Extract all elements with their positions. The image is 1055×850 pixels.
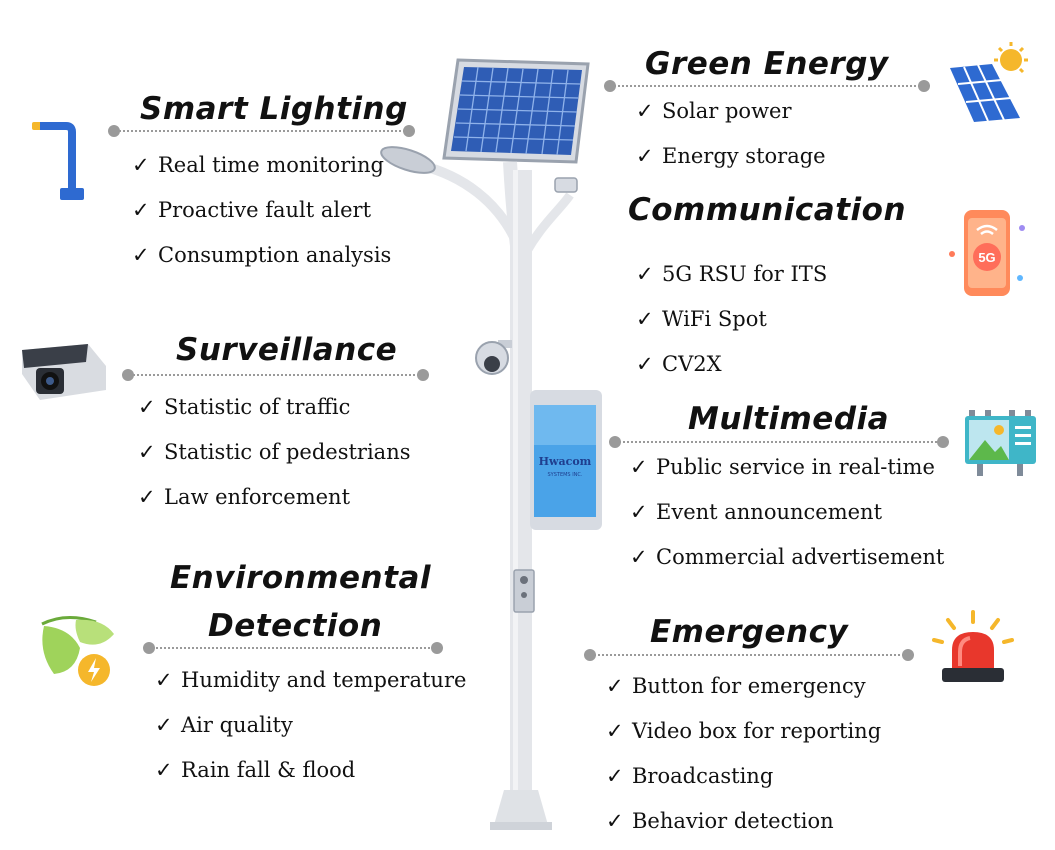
surveillance-divider — [128, 374, 423, 376]
list-item: ✓Commercial advertisement — [630, 545, 945, 569]
list-item: ✓Energy storage — [636, 144, 826, 168]
display-screen: Hwacom SYSTEMS INC. — [530, 390, 602, 530]
smart-lighting-title: Smart Lighting — [140, 91, 408, 127]
5g-badge: 5G — [978, 250, 995, 265]
list-item: ✓Humidity and temperature — [155, 668, 467, 692]
screen-logo: Hwacom — [539, 455, 592, 468]
list-item: ✓Rain fall & flood — [155, 758, 356, 782]
list-item: ✓5G RSU for ITS — [636, 262, 828, 286]
list-item: ✓Behavior detection — [606, 809, 834, 833]
divider-dot — [902, 649, 914, 661]
environmental-divider — [149, 647, 437, 649]
list-item: ✓CV2X — [636, 352, 722, 376]
5g-phone-icon: 5G — [949, 210, 1025, 296]
list-item: ✓Real time monitoring — [132, 153, 384, 177]
billboard-icon — [965, 410, 1036, 476]
leaf-energy-icon — [41, 616, 114, 686]
street-lamp-icon — [32, 122, 84, 200]
cctv-camera-icon — [22, 344, 106, 400]
list-item: ✓Broadcasting — [606, 764, 774, 788]
communication-title: Communication — [628, 192, 907, 228]
smart-lighting-divider — [114, 130, 409, 132]
green-energy-title: Green Energy — [645, 46, 889, 82]
list-item: ✓Event announcement — [630, 500, 883, 524]
surveillance-title: Surveillance — [176, 332, 398, 368]
emergency-divider — [590, 654, 908, 656]
divider-dot — [918, 80, 930, 92]
solar-sun-icon — [950, 42, 1028, 122]
multimedia-title: Multimedia — [688, 401, 890, 437]
green-energy-divider — [610, 85, 920, 87]
divider-dot — [403, 125, 415, 137]
list-item: ✓Law enforcement — [138, 485, 351, 509]
emergency-title: Emergency — [650, 614, 849, 650]
emergency-box — [513, 569, 535, 613]
environmental-title-line2: Detection — [208, 608, 383, 644]
list-item: ✓Statistic of pedestrians — [138, 440, 411, 464]
siren-icon — [932, 610, 1014, 682]
list-item: ✓Statistic of traffic — [138, 395, 351, 419]
list-item: ✓Public service in real-time — [630, 455, 935, 479]
smart-pole-illustration: Hwacom SYSTEMS INC. — [380, 58, 602, 830]
list-item: ✓WiFi Spot — [636, 307, 767, 331]
divider-dot — [937, 436, 949, 448]
list-item: ✓Button for emergency — [606, 674, 866, 698]
multimedia-divider — [615, 441, 945, 443]
divider-dot — [431, 642, 443, 654]
list-item: ✓Air quality — [155, 713, 293, 737]
divider-dot — [417, 369, 429, 381]
screen-logo-sub: SYSTEMS INC. — [548, 472, 583, 478]
solar-panel — [442, 58, 590, 164]
list-item: ✓Video box for reporting — [606, 719, 882, 743]
list-item: ✓Proactive fault alert — [132, 198, 372, 222]
list-item: ✓Consumption analysis — [132, 243, 392, 267]
list-item: ✓Solar power — [636, 99, 792, 123]
dome-camera — [475, 340, 512, 375]
environmental-title-line1: Environmental — [170, 560, 431, 596]
